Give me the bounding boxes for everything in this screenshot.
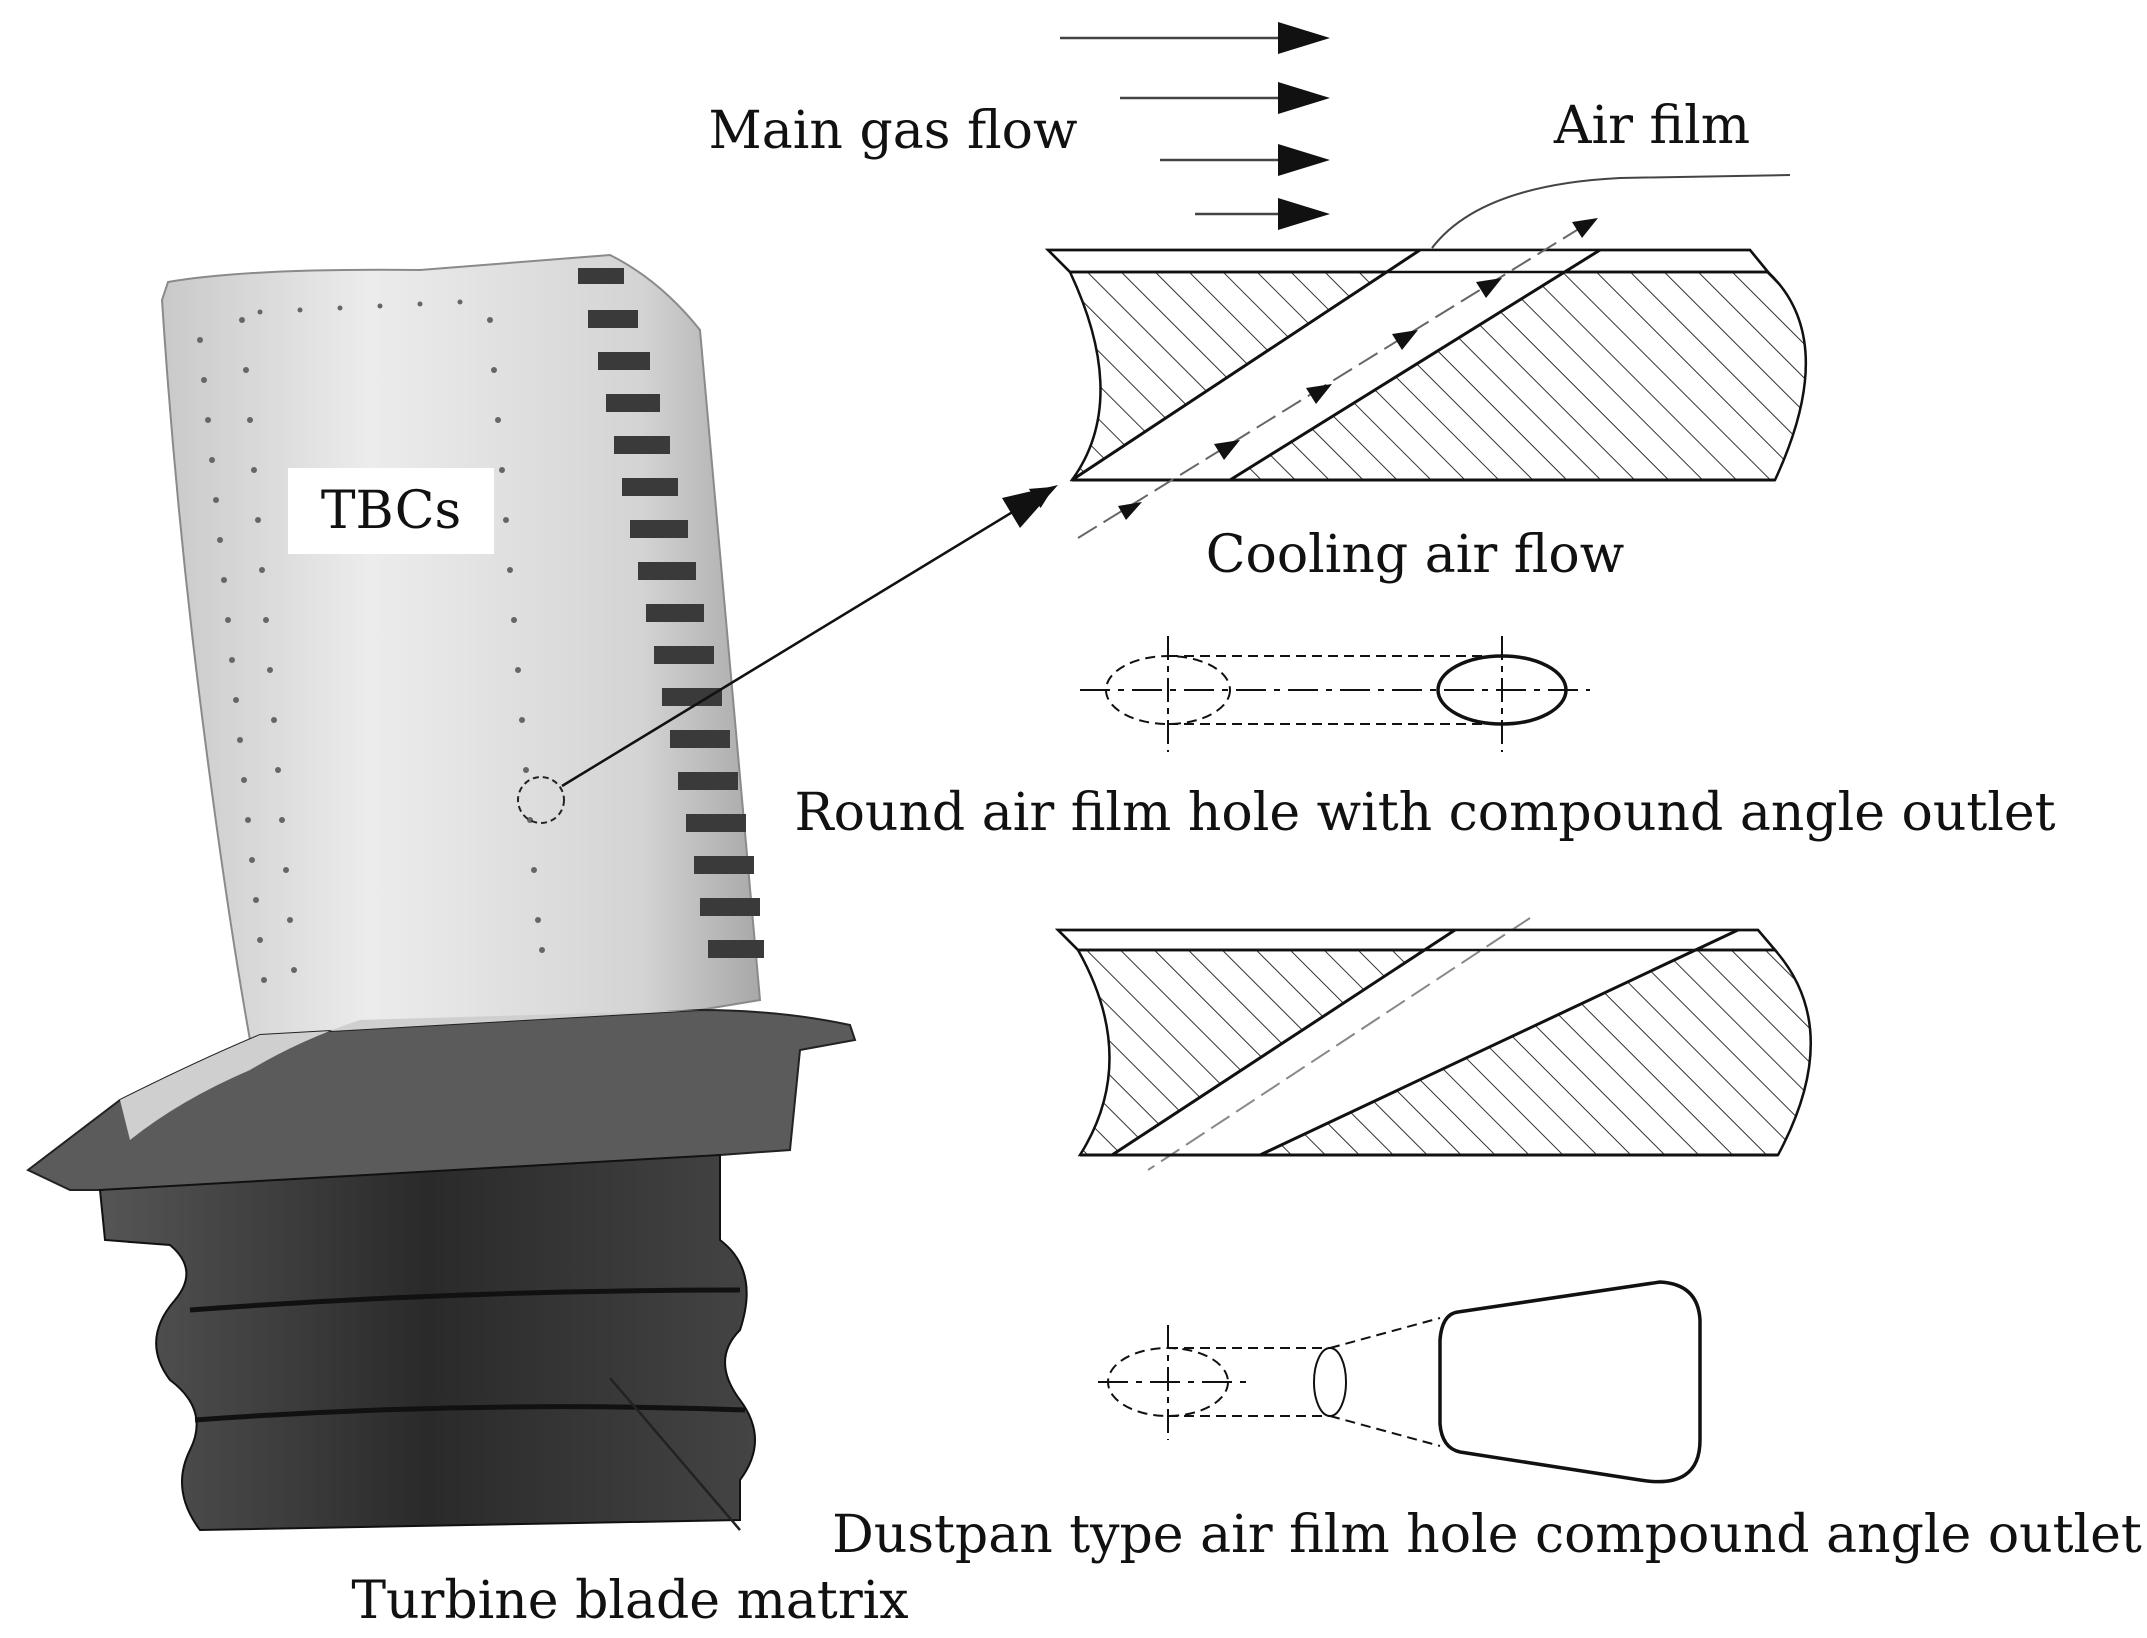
- main-gas-flow-arrows: [1060, 22, 1330, 230]
- blade-matrix-leader: [609, 1377, 741, 1531]
- tbcs-label: TBCs: [321, 481, 461, 541]
- round-hole-cross-section: [1044, 218, 1807, 539]
- turbine-blade-matrix-label: Turbine blade matrix: [351, 1571, 908, 1631]
- hole-marker-circle: [517, 776, 565, 824]
- cooling-hole-rows: [197, 299, 545, 983]
- air-film-leader: [1431, 174, 1791, 249]
- air-film-label: Air film: [1553, 96, 1750, 156]
- zoom-arrowhead: [1002, 485, 1058, 528]
- turbine-blade-illustration: TBCs: [26, 253, 857, 1532]
- dustpan-plan-view: [1098, 1280, 1702, 1484]
- main-gas-flow-label: Main gas flow: [709, 101, 1078, 161]
- round-hole-plan-view: [1080, 636, 1590, 752]
- tbcs-label-box: [288, 468, 494, 554]
- platform-top-coating: [120, 1010, 700, 1140]
- cooling-air-flow-label: Cooling air flow: [1206, 525, 1625, 585]
- root-groove-1: [189, 1287, 741, 1313]
- blade-root: [98, 1153, 756, 1532]
- dustpan-caption: Dustpan type air film hole compound angl…: [832, 1505, 2142, 1565]
- root-groove-2: [194, 1404, 746, 1423]
- zoom-leader-arrow: [561, 486, 1054, 788]
- round-hole-caption: Round air film hole with compound angle …: [794, 783, 2055, 843]
- dustpan-cross-section: [1054, 917, 1812, 1171]
- trailing-edge-slots: [578, 268, 764, 958]
